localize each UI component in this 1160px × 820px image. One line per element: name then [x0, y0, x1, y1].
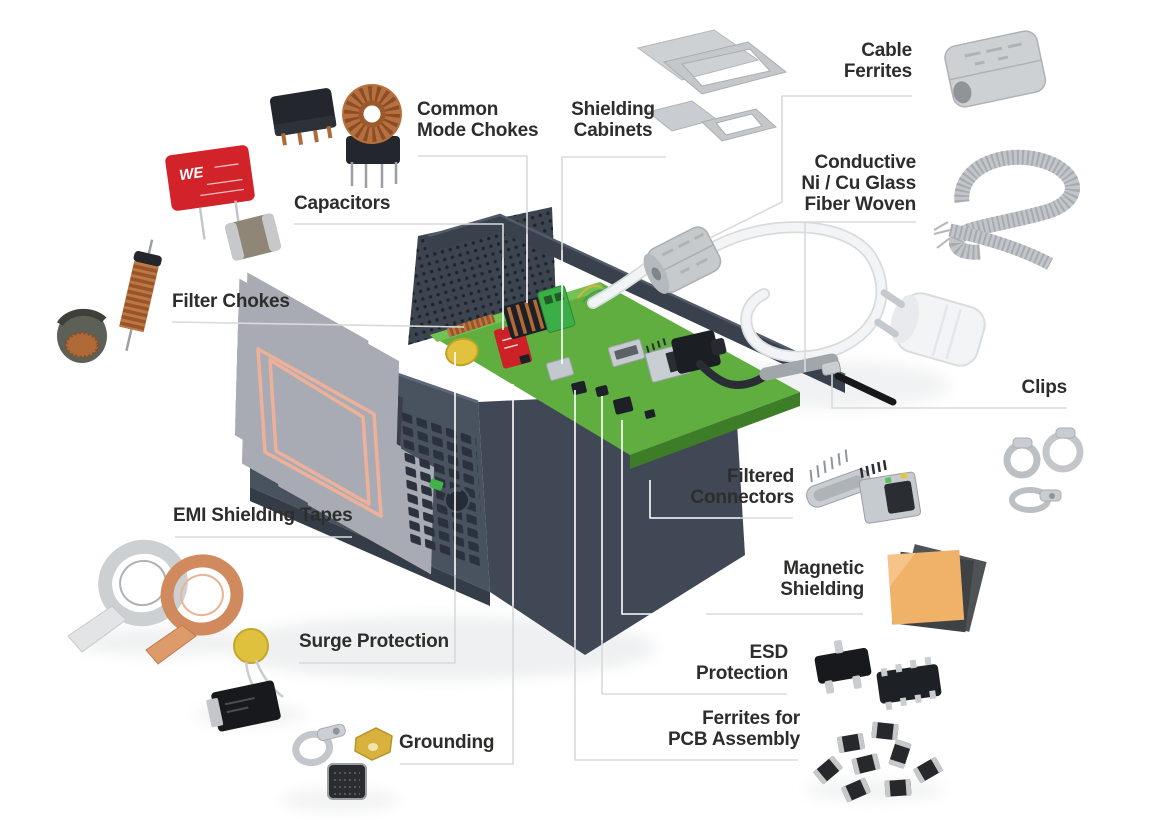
varistor-on-pcb — [445, 337, 479, 367]
label-capacitors: Capacitors — [294, 193, 391, 214]
label-emi-shielding-tapes: EMI Shielding Tapes — [173, 505, 353, 526]
rotary-knob — [446, 489, 468, 511]
power-button — [429, 478, 444, 491]
label-shielding-cabinets: Shielding Cabinets — [571, 99, 655, 141]
pcb-components — [445, 285, 727, 419]
antenna-rod — [834, 372, 897, 406]
clips-image — [1003, 427, 1084, 513]
surge-protection-image — [206, 628, 284, 732]
chassis-frame-bar — [427, 213, 846, 393]
conductive-foam-block — [327, 763, 367, 800]
usb-connector-on-pcb — [607, 338, 646, 368]
shielding-cabinets-image — [636, 29, 788, 142]
terminal-block-on-pcb — [537, 285, 576, 333]
cable-ferrite-on-cord — [643, 226, 722, 294]
label-conductive-woven: Conductive Ni / Cu Glass Fiber Woven — [801, 152, 916, 215]
shielding-cabinet-on-pcb — [545, 357, 575, 381]
yellow-wire — [577, 285, 602, 299]
black-cable-assembly — [696, 353, 897, 406]
common-mode-chokes-image — [269, 84, 402, 188]
analyzer-keypad — [400, 410, 484, 569]
label-filtered-connectors: Filtered Connectors — [690, 466, 794, 508]
label-magnetic-shielding: Magnetic Shielding — [780, 558, 864, 600]
euro-plug — [874, 289, 986, 367]
clip-on-cable — [821, 360, 841, 376]
label-filter-chokes: Filter Chokes — [172, 291, 290, 312]
label-common-mode-chokes: Common Mode Chokes — [417, 99, 539, 141]
label-surge-protection: Surge Protection — [299, 631, 449, 652]
filtered-connectors-image — [806, 449, 921, 524]
emi-shielding-tapes-image — [67, 539, 244, 665]
conductive-woven-sleeve-image — [933, 149, 1080, 270]
pcb-ferrites-image — [812, 721, 944, 803]
label-grounding: Grounding — [399, 732, 495, 753]
label-esd-protection: ESD Protection — [696, 642, 788, 684]
label-ferrites-pcb: Ferrites for PCB Assembly — [667, 708, 800, 750]
emi-tape-frame — [256, 347, 383, 518]
capacitors-image: WE — [165, 145, 282, 261]
we-logo: WE — [178, 164, 205, 184]
label-cable-ferrites: Cable Ferrites — [843, 40, 912, 82]
power-cord — [587, 221, 986, 367]
esd-protection-image — [814, 640, 942, 711]
cable-ferrites-image — [944, 30, 1047, 108]
magnetic-shielding-image — [887, 544, 987, 633]
cable-plug-on-pcb — [671, 330, 727, 374]
grounding-image — [292, 723, 393, 800]
filter-chokes-image — [57, 239, 162, 363]
label-clips: Clips — [1021, 377, 1068, 398]
analyzer-screen — [277, 331, 403, 575]
